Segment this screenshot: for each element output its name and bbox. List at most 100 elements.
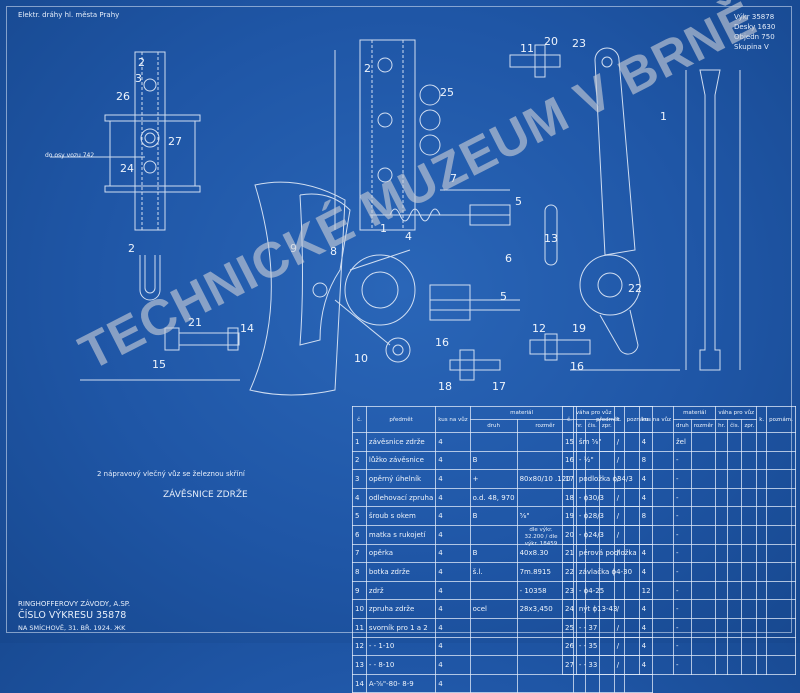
cell-item: pérová podložka: [575, 543, 640, 564]
cell-note: [766, 432, 796, 452]
part-label: 2: [128, 242, 135, 255]
cell-item: - - 35: [575, 636, 640, 657]
cell-qty: 4: [435, 673, 471, 693]
cell-material: -: [673, 524, 692, 545]
cell-qty: 8: [638, 506, 675, 526]
cell-weight: [715, 450, 729, 471]
cell-weight: [727, 524, 743, 545]
cell-material: -: [673, 487, 692, 508]
cell-qty: 4: [435, 506, 471, 526]
info-group: Skupina V: [734, 43, 769, 51]
cell-size: [690, 599, 717, 619]
cell-qty: 4: [435, 580, 471, 601]
cell-weight: [715, 506, 729, 526]
cell-qty: 4: [435, 524, 471, 545]
cell-material: -: [673, 617, 692, 638]
cell-qty: 4: [638, 562, 675, 582]
cell-item: - - 8-10: [365, 655, 437, 675]
cell-item: závlačka ϕ4-30: [575, 562, 640, 582]
cell-weight: [715, 599, 729, 619]
part-label: 16: [570, 360, 584, 373]
column-subheader: rozměr: [690, 419, 717, 433]
cell-size: [690, 487, 717, 508]
part-label: 5: [515, 195, 522, 208]
cell-qty: 4: [638, 617, 675, 638]
cell-number: 24: [562, 599, 577, 619]
cell-weight: [741, 524, 758, 545]
part-label: 2: [138, 56, 145, 69]
cell-note: [623, 673, 654, 693]
header-left-text: Elektr. dráhy hl. města Prahy: [18, 11, 120, 19]
cell-number: 26: [562, 636, 577, 657]
part-label: 15: [152, 358, 166, 371]
cell-number: 21: [562, 543, 577, 564]
part-label: 26: [116, 90, 130, 103]
cell-qty: 4: [435, 636, 471, 657]
column-header: materiál: [469, 406, 574, 420]
part-label: 11: [520, 42, 534, 55]
cell-material: -: [673, 469, 692, 489]
part-label: do osy vozu 742: [45, 152, 94, 159]
part-label: 3: [135, 72, 142, 85]
cell-size: [690, 469, 717, 489]
part-label: 19: [572, 322, 586, 335]
cell-size: [516, 673, 574, 693]
cell-material: B: [469, 506, 518, 526]
cell-weight: [727, 599, 743, 619]
cell-material: -: [673, 543, 692, 564]
cell-weight: [741, 506, 758, 526]
part-label: 25: [440, 86, 454, 99]
part-label: 13: [544, 232, 558, 245]
cell-number: 1: [352, 432, 367, 452]
cell-item: - - 37: [575, 617, 640, 638]
cell-item: - ϕ4-25: [575, 580, 640, 601]
cell-qty: 4: [435, 655, 471, 675]
cell-weight: [715, 617, 729, 638]
part-label: 18: [438, 380, 452, 393]
cell-number: 27: [562, 655, 577, 675]
cell-material: [469, 673, 518, 693]
cell-number: 15: [562, 432, 577, 452]
cell-qty: 4: [435, 617, 471, 638]
cell-material: B: [469, 543, 518, 564]
cell-size: [690, 562, 717, 582]
column-header: předmět: [365, 406, 437, 433]
cell-material: ocel: [469, 599, 518, 619]
cell-weight: [741, 543, 758, 564]
cell-number: 18: [562, 487, 577, 508]
cell-item: botka zdrže: [365, 562, 437, 582]
cell-item: opěrný úhelník: [365, 469, 437, 489]
cell-mark: [756, 580, 768, 601]
column-header: poznám.: [766, 406, 796, 433]
cell-note: [766, 450, 796, 471]
cell-material: o.d. 48, 970: [469, 487, 518, 508]
table-note: dle výkr. 32.200 / dle výkr. 18459: [524, 527, 558, 547]
cell-item: - - 1-10: [365, 636, 437, 657]
cell-size: [690, 617, 717, 638]
cell-qty: 8: [638, 450, 675, 471]
part-label: 27: [168, 135, 182, 148]
cell-item: šroub s okem: [365, 506, 437, 526]
cell-weight: [727, 617, 743, 638]
cell-qty: [638, 524, 675, 545]
cell-qty: 4: [638, 487, 675, 508]
cell-mark: [756, 469, 768, 489]
cell-weight: [715, 562, 729, 582]
cell-material: žel: [673, 432, 692, 452]
part-label: 16: [435, 336, 449, 349]
cell-weight: [598, 673, 615, 693]
cell-number: 23: [562, 580, 577, 601]
cell-note: [766, 617, 796, 638]
cell-item: svorník pro 1 a 2: [365, 617, 437, 638]
part-label: 6: [505, 252, 512, 265]
part-label: 24: [120, 162, 134, 175]
cell-material: š.l.: [469, 562, 518, 582]
cell-material: [469, 432, 518, 452]
cell-qty: 4: [638, 543, 675, 564]
cell-weight: [727, 487, 743, 508]
cell-qty: 4: [638, 432, 675, 452]
